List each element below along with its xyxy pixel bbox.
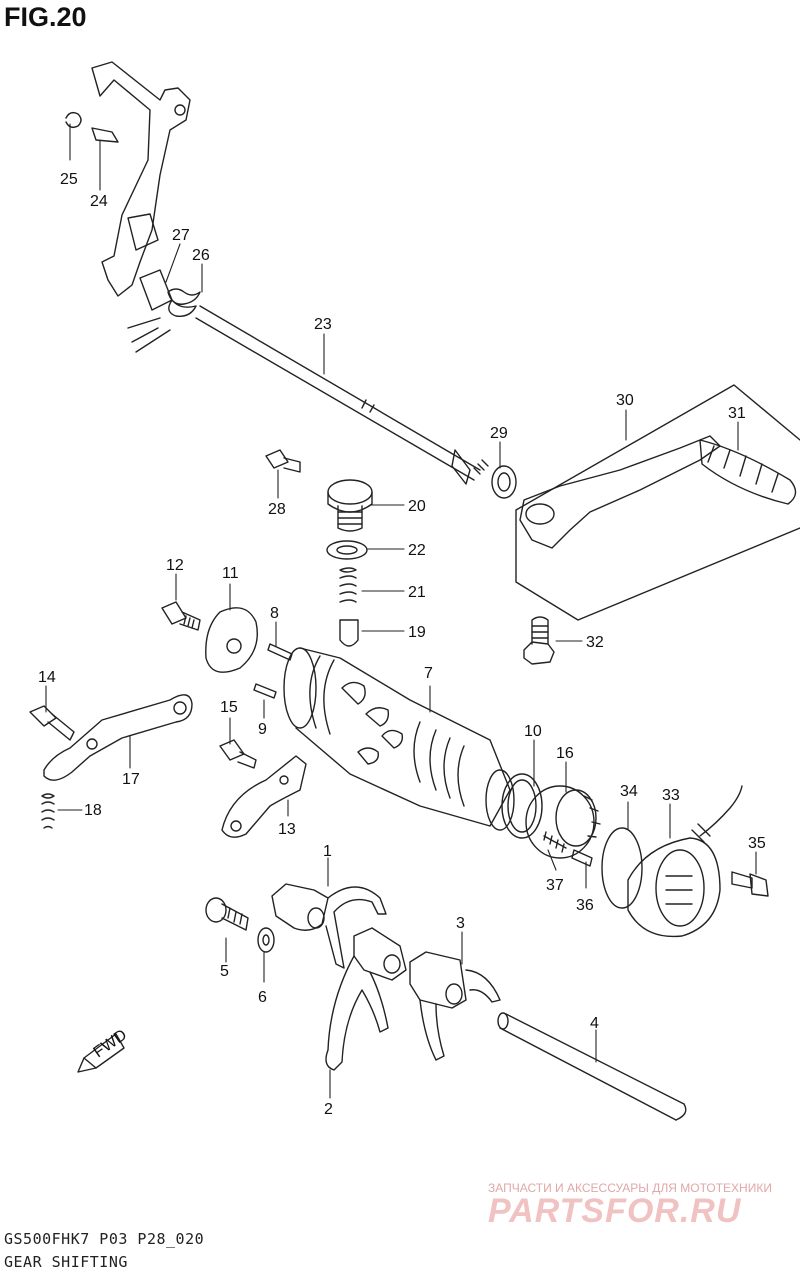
- callout-26: 26: [192, 247, 210, 264]
- shift-fork-1: [271, 883, 387, 969]
- callout-29: 29: [490, 425, 508, 442]
- spring-37: [543, 831, 567, 853]
- plate-13: [221, 755, 307, 838]
- callout-24: 24: [90, 193, 108, 210]
- callout-3: 3: [456, 915, 465, 932]
- callout-11: 11: [222, 565, 239, 582]
- callout-37: 37: [546, 877, 564, 894]
- callout-35: 35: [748, 835, 766, 852]
- pin-36: [571, 849, 593, 867]
- oil-seal-29: [491, 465, 517, 499]
- spring-18: [41, 793, 55, 829]
- gear-position-switch-33: [627, 785, 743, 938]
- callout-14: 14: [38, 669, 56, 686]
- callout-19: 19: [408, 624, 426, 641]
- spring-21: [339, 567, 357, 603]
- shift-fork-2: [325, 927, 407, 1071]
- callout-16: 16: [556, 745, 574, 762]
- bolt-28: [265, 449, 301, 473]
- callout-31: 31: [728, 405, 746, 422]
- bolt-12: [161, 601, 201, 631]
- callout-1: 1: [323, 843, 332, 860]
- bolt-35: [731, 871, 769, 897]
- fork-shaft-4: [497, 1012, 687, 1121]
- callout-17: 17: [122, 771, 140, 788]
- callout-32: 32: [586, 634, 604, 651]
- bolt-15: [219, 739, 257, 769]
- callout-13: 13: [278, 821, 296, 838]
- callout-27: 27: [172, 227, 190, 244]
- bolt-32: [523, 616, 555, 665]
- stopper-arm-17: [43, 694, 193, 781]
- shift-fork-3: [409, 951, 501, 1061]
- callout-33: 33: [662, 787, 680, 804]
- circlip-10: [501, 773, 543, 839]
- washer-6: [257, 927, 275, 953]
- callout-15: 15: [220, 699, 238, 716]
- callout-23: 23: [314, 316, 332, 333]
- callout-4: 4: [590, 1015, 599, 1032]
- callout-2: 2: [324, 1101, 333, 1118]
- leader-lines: [45, 123, 757, 1099]
- callout-7: 7: [424, 665, 433, 682]
- bearing-16: [525, 785, 601, 859]
- gearshift-arm-assembly: [65, 61, 489, 485]
- callout-6: 6: [258, 989, 267, 1006]
- cam-plate-11: [205, 607, 258, 673]
- callout-36: 36: [576, 897, 594, 914]
- gearshift-cam-7: [283, 647, 515, 831]
- stopper-pin-19: [339, 619, 359, 647]
- bolt-14: [29, 705, 75, 741]
- gearshift-lever-assembly: [515, 384, 800, 621]
- model-code: GS500FHK7 P03 P28_020: [4, 1230, 205, 1248]
- callout-34: 34: [620, 783, 638, 800]
- callout-10: 10: [524, 723, 542, 740]
- bolt-5: [205, 897, 249, 931]
- watermark-brand: PARTSFOR.RU: [488, 1192, 742, 1230]
- figure-caption: GEAR SHIFTING: [4, 1253, 128, 1271]
- pin-8: [267, 643, 293, 661]
- fwd-arrow-icon: [77, 1033, 125, 1073]
- callout-30: 30: [616, 392, 634, 409]
- callout-28: 28: [268, 501, 286, 518]
- callout-12: 12: [166, 557, 184, 574]
- callout-22: 22: [408, 542, 426, 559]
- callout-9: 9: [258, 721, 267, 738]
- watermark-tagline: ЗАПЧАСТИ И АКСЕССУАРЫ ДЛЯ МОТОТЕХНИКИ: [488, 1181, 772, 1195]
- callout-18: 18: [84, 802, 102, 819]
- detent-plug-20: [327, 479, 373, 532]
- figure-title: FIG.20: [4, 2, 87, 32]
- callout-labels: 1 2 3 4 5 6 7 8 9 10 11 12 13 14 15 16 1…: [38, 171, 766, 1118]
- callout-21: 21: [408, 584, 426, 601]
- callout-5: 5: [220, 963, 229, 980]
- gasket-22: [326, 540, 368, 560]
- callout-20: 20: [408, 498, 426, 515]
- o-ring-34: [601, 827, 643, 909]
- pin-9: [253, 683, 277, 699]
- callout-25: 25: [60, 171, 78, 188]
- callout-8: 8: [270, 605, 279, 622]
